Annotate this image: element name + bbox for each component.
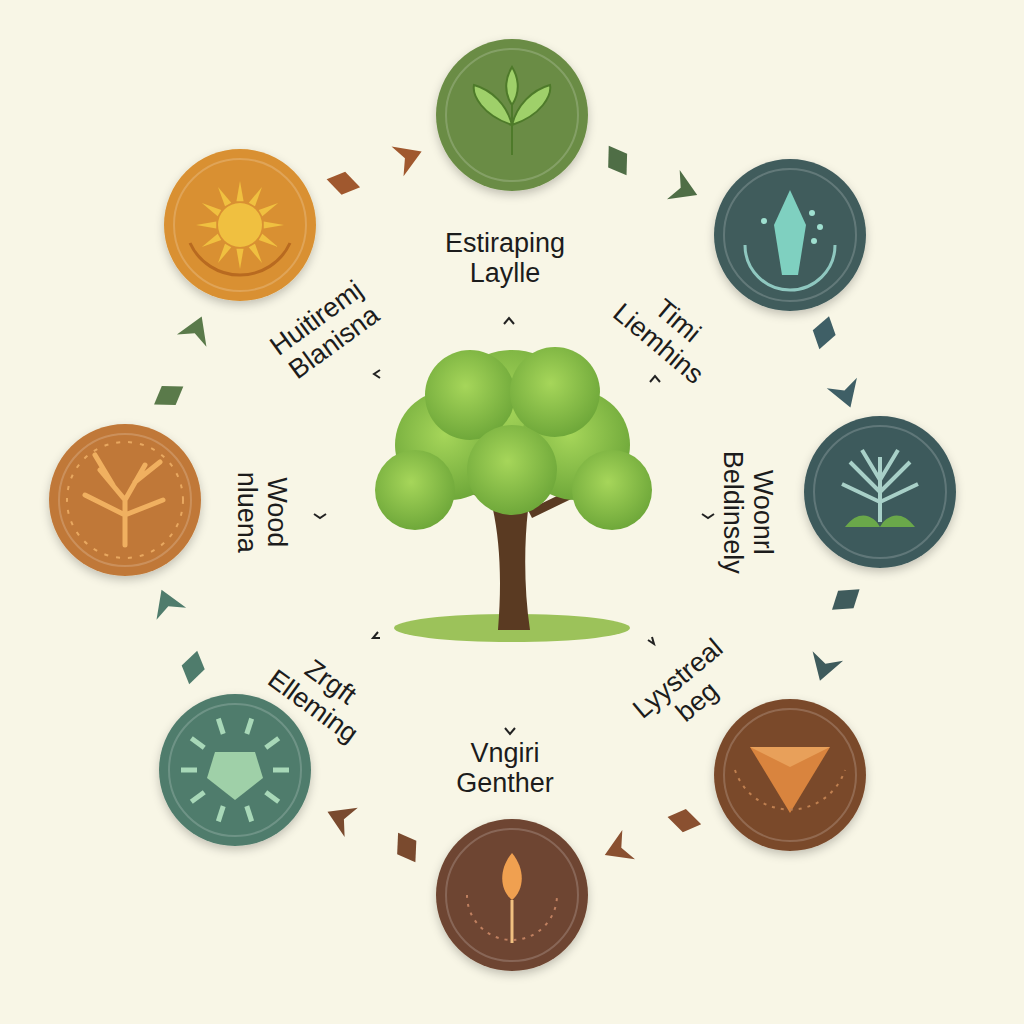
element-label: Huitiremj Blanisna	[264, 274, 386, 386]
element-label: Estiraping Laylle	[445, 228, 565, 288]
cycle-arrow	[827, 378, 866, 413]
cycle-arrow	[321, 797, 358, 837]
element-icon	[159, 694, 311, 846]
cycle-arrow	[147, 584, 186, 620]
caret-marks	[314, 318, 714, 734]
cycle-arrow	[601, 146, 635, 175]
tree	[375, 347, 652, 642]
element-label: Zrgft Elleming	[262, 639, 381, 749]
cycle-arrow	[598, 830, 635, 870]
element-icon	[714, 699, 866, 851]
element-label: Wood nluena	[232, 471, 292, 552]
cycle-arrow	[667, 170, 704, 210]
cycle-arrow	[805, 651, 843, 685]
element-icon	[804, 416, 956, 568]
element-icon	[49, 424, 201, 576]
element-icon	[436, 819, 588, 971]
cycle-arrow	[668, 806, 702, 835]
cycle-arrow	[832, 583, 860, 616]
cycle-arrow	[154, 379, 183, 413]
element-icon	[714, 159, 866, 311]
element-label: Timi Liemhins	[607, 274, 729, 390]
cycle-arrow	[390, 833, 424, 863]
cycle-arrow	[327, 169, 360, 198]
element-label: Woonrl Beldinsely	[718, 450, 778, 573]
element-icon	[436, 39, 588, 191]
cycle-arrow	[177, 310, 217, 346]
cycle-arrow	[392, 137, 428, 176]
element-icon	[164, 149, 316, 301]
element-label: Lyystreal beg	[628, 632, 749, 747]
element-label: Vngiri Genther	[456, 738, 554, 798]
cycle-arrow	[179, 651, 208, 684]
cycle-arrow	[810, 316, 838, 349]
